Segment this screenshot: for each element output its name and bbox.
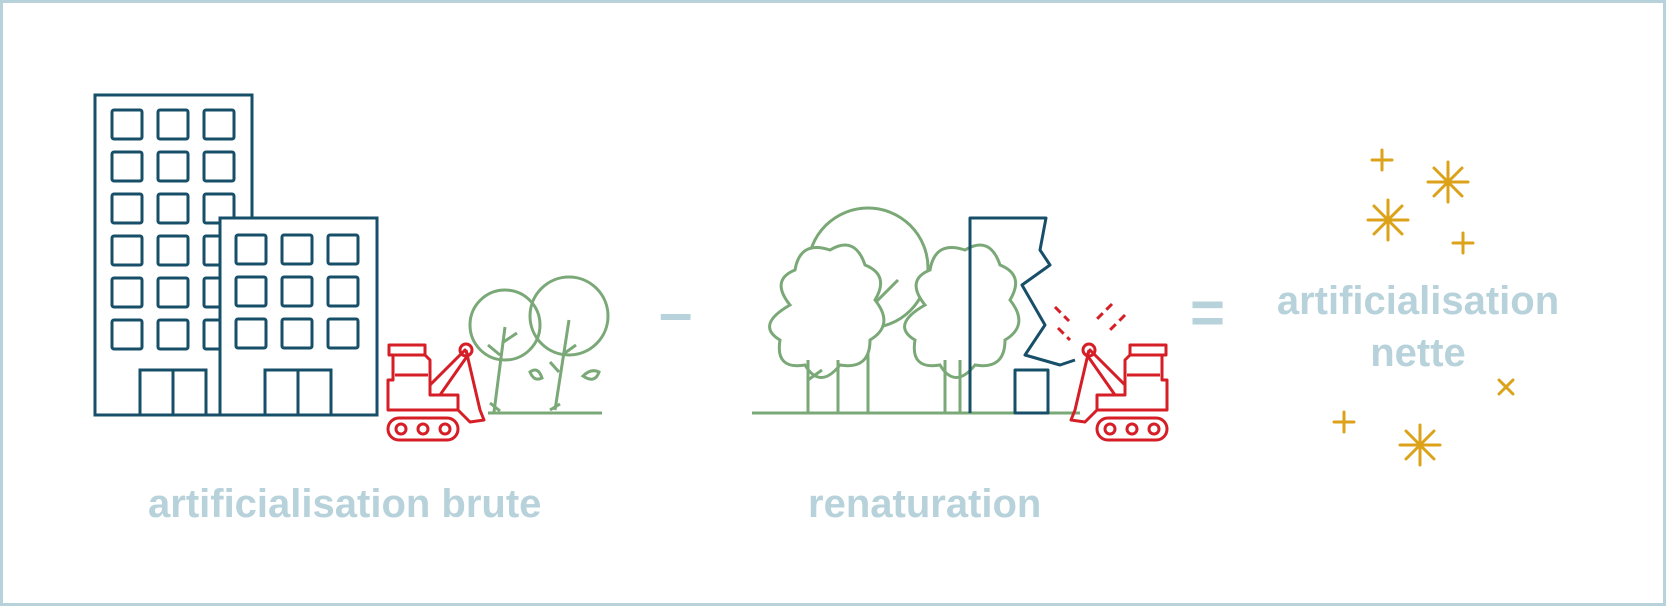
net-label-line-2: nette — [1370, 331, 1466, 375]
window — [110, 150, 144, 183]
window — [110, 318, 144, 351]
window — [234, 317, 268, 350]
window — [110, 108, 144, 141]
window — [156, 318, 190, 351]
window — [280, 275, 314, 308]
sparkles-icon — [1332, 148, 1515, 467]
gross-artificialisation-label: artificialisation brute — [148, 482, 542, 526]
net-artificialisation-label: artificialisation nette — [1268, 275, 1568, 379]
window — [156, 276, 190, 309]
window — [326, 317, 360, 350]
window — [110, 192, 144, 225]
demolished-building-icon — [968, 216, 1076, 415]
excavator-icon — [386, 342, 486, 442]
young-trees-icon — [468, 275, 610, 415]
window — [110, 276, 144, 309]
window — [110, 234, 144, 267]
excavator-icon-2 — [1053, 302, 1169, 442]
window — [156, 150, 190, 183]
window — [280, 233, 314, 266]
buildings-icon — [93, 93, 379, 417]
minus-operator: – — [659, 279, 693, 346]
trees-icon — [752, 206, 1080, 415]
window — [326, 233, 360, 266]
window — [156, 234, 190, 267]
window — [156, 108, 190, 141]
window — [156, 192, 190, 225]
window — [202, 150, 236, 183]
window — [202, 108, 236, 141]
window — [280, 317, 314, 350]
equals-operator: = — [1190, 279, 1226, 346]
window — [234, 275, 268, 308]
renaturation-label: renaturation — [808, 482, 1042, 526]
window — [326, 275, 360, 308]
window — [234, 233, 268, 266]
net-label-line-1: artificialisation — [1276, 279, 1560, 323]
